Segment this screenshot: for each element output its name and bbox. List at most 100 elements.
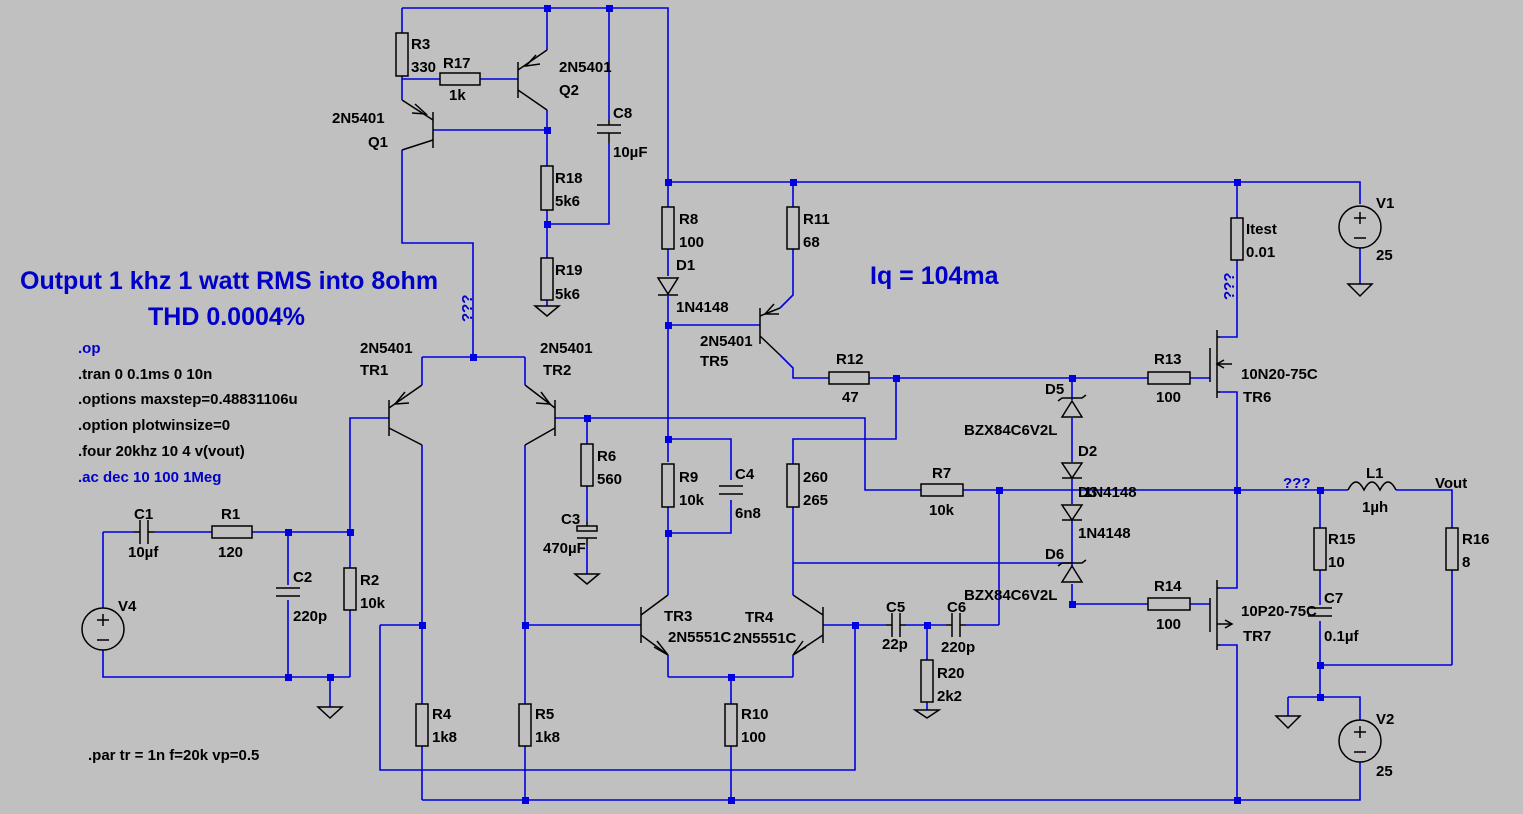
d4-model: 1N4148: [1078, 525, 1131, 542]
c6-name: C6: [947, 599, 966, 616]
d1-model: 1N4148: [676, 299, 729, 316]
c3-value: 470µF: [543, 540, 586, 557]
r18-name: R18: [555, 170, 583, 187]
r12-name: R12: [836, 351, 864, 368]
r3-name: R3: [411, 36, 430, 53]
q1-model: 2N5401: [332, 110, 385, 127]
iq-annotation: Iq = 104ma: [870, 262, 1000, 290]
r260-name: 260: [803, 469, 828, 486]
c7-name: C7: [1324, 590, 1343, 607]
c4-value: 6n8: [735, 505, 761, 522]
spice-directives: .op .tran 0 0.1ms 0 10n .options maxstep…: [78, 340, 298, 764]
c8-value: 10µF: [613, 144, 648, 161]
directive-par: .par tr = 1n f=20k vp=0.5: [88, 747, 259, 764]
c5-name: C5: [886, 599, 905, 616]
l1-name: L1: [1366, 465, 1384, 482]
c5-value: 22p: [882, 636, 908, 653]
v1-value: 25: [1376, 247, 1393, 264]
r17-value: 1k: [449, 87, 466, 104]
r12-value: 47: [842, 389, 859, 406]
r2-name: R2: [360, 572, 379, 589]
r11-name: R11: [803, 211, 830, 228]
net-label-tail: ???: [459, 295, 476, 323]
tr2-name: TR2: [543, 362, 571, 379]
r14-value: 100: [1156, 616, 1181, 633]
r11-value: 68: [803, 234, 820, 251]
junction-dots: [285, 5, 1324, 804]
r20-name: R20: [937, 665, 965, 682]
r9-value: 10k: [679, 492, 705, 509]
r17-name: R17: [443, 55, 471, 72]
component-labels: R3 330 R17 1k 2N5401 Q2 2N5401 Q1 C8 10µ…: [118, 36, 1490, 780]
r14-name: R14: [1154, 578, 1182, 595]
r5-name: R5: [535, 706, 554, 723]
r8-name: R8: [679, 211, 698, 228]
r16-value: 8: [1462, 554, 1470, 571]
component-symbols: [81, 32, 1459, 763]
l1-value: 1µh: [1362, 499, 1388, 516]
d6-name: D6: [1045, 546, 1064, 563]
title-line1: Output 1 khz 1 watt RMS into 8ohm: [20, 267, 438, 295]
r20-value: 2k2: [937, 688, 962, 705]
q2-name: Q2: [559, 82, 579, 99]
tr4-name: TR4: [745, 609, 774, 626]
itest-name: Itest: [1246, 221, 1277, 238]
tr3-name: TR3: [664, 608, 692, 625]
d5-name: D5: [1045, 381, 1064, 398]
d1-name: D1: [676, 257, 695, 274]
tr6-model: 10N20-75C: [1241, 366, 1318, 383]
r8-value: 100: [679, 234, 704, 251]
title-line2: THD 0.0004%: [148, 303, 305, 331]
r5-value: 1k8: [535, 729, 560, 746]
tr4-model: 2N5551C: [733, 630, 797, 647]
directive-four: .four 20khz 10 4 v(vout): [78, 443, 245, 460]
d3-model: 1N4148: [1084, 484, 1137, 501]
directive-tran: .tran 0 0.1ms 0 10n: [78, 366, 212, 383]
r7-value: 10k: [929, 502, 955, 519]
tr5-name: TR5: [700, 353, 728, 370]
r18-value: 5k6: [555, 193, 580, 210]
tr1-model: 2N5401: [360, 340, 413, 357]
c6-value: 220p: [941, 639, 975, 656]
r1-value: 120: [218, 544, 243, 561]
r19-value: 5k6: [555, 286, 580, 303]
r16-name: R16: [1462, 531, 1490, 548]
d3-name: D3: [1078, 484, 1097, 501]
tr6-name: TR6: [1243, 389, 1271, 406]
r9-name: R9: [679, 469, 698, 486]
tr7-name: TR7: [1243, 628, 1271, 645]
net-label-vout: Vout: [1435, 475, 1467, 492]
r13-name: R13: [1154, 351, 1182, 368]
tr3-model: 2N5551C: [668, 629, 732, 646]
v2-name: V2: [1376, 711, 1394, 728]
r13-value: 100: [1156, 389, 1181, 406]
directive-options: .options maxstep=0.48831106u: [78, 391, 298, 408]
net-label-drain: ???: [1221, 273, 1238, 301]
c8-name: C8: [613, 105, 632, 122]
directive-ac: .ac dec 10 100 1Meg: [78, 469, 221, 486]
c3-name: C3: [561, 511, 580, 528]
v2-value: 25: [1376, 763, 1393, 780]
r2-value: 10k: [360, 595, 386, 612]
r4-value: 1k8: [432, 729, 457, 746]
c2-name: C2: [293, 569, 312, 586]
r6-value: 560: [597, 471, 622, 488]
itest-value: 0.01: [1246, 244, 1275, 261]
c1-name: C1: [134, 506, 153, 523]
c4-name: C4: [735, 466, 755, 483]
tr5-model: 2N5401: [700, 333, 753, 350]
d6-model: BZX84C6V2L: [964, 587, 1057, 604]
directive-op: .op: [78, 340, 101, 357]
d2-name: D2: [1078, 443, 1097, 460]
q1-name: Q1: [368, 134, 388, 151]
v1-name: V1: [1376, 195, 1394, 212]
net-labels: ??? ??? ??? Vout: [459, 273, 1467, 493]
d5-model: BZX84C6V2L: [964, 422, 1057, 439]
r260-value: 265: [803, 492, 828, 509]
r7-name: R7: [932, 465, 951, 482]
c1-value: 10µf: [128, 544, 159, 561]
r6-name: R6: [597, 448, 616, 465]
r15-value: 10: [1328, 554, 1345, 571]
annotation-text: Output 1 khz 1 watt RMS into 8ohm THD 0.…: [20, 262, 1000, 331]
